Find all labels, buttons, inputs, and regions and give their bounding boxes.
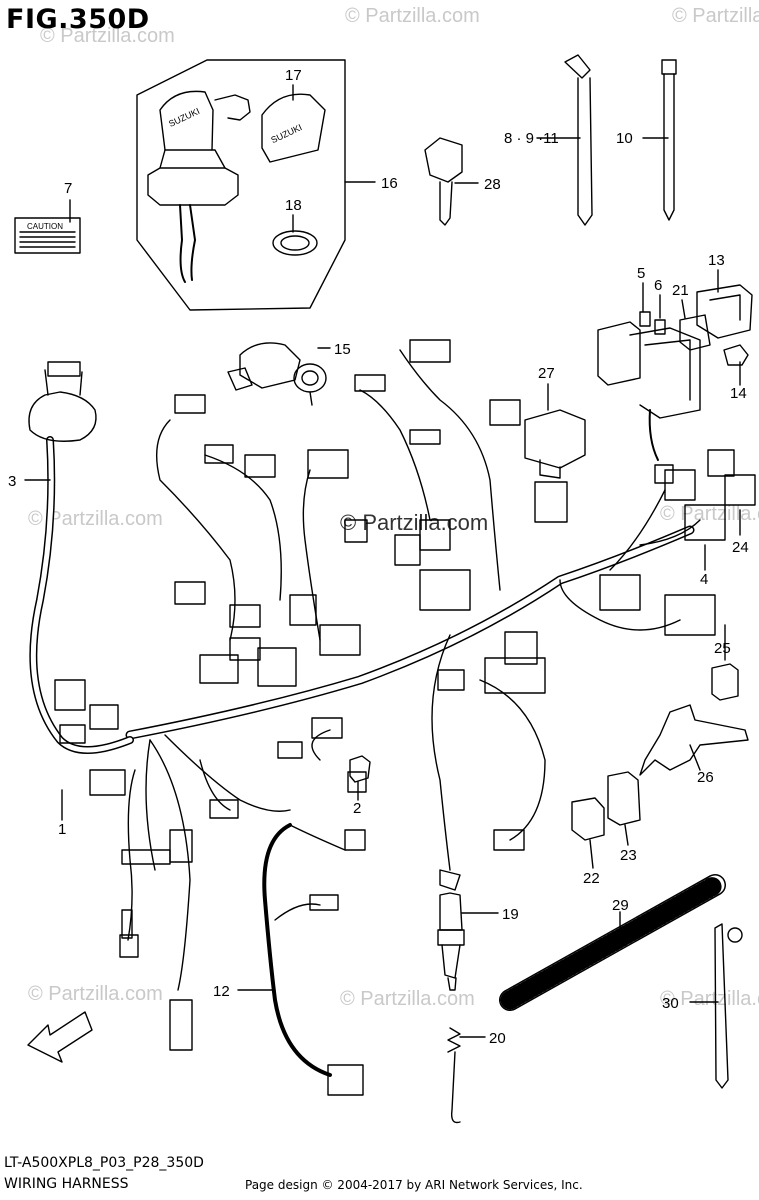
callouts: 7 17 18 16 28 8 · 9 ·11 10 5 6 21 13 14 … xyxy=(8,67,749,1047)
spring[interactable] xyxy=(447,1027,461,1124)
fwd-arrow xyxy=(27,1011,93,1063)
oxygen-sensor[interactable] xyxy=(437,869,465,991)
harness-connectors xyxy=(54,339,756,1051)
callout-17[interactable]: 17 xyxy=(285,67,302,84)
callout-15[interactable]: 15 xyxy=(334,341,351,358)
callout-19[interactable]: 19 xyxy=(502,906,519,923)
section-name: WIRING HARNESS xyxy=(4,1176,129,1192)
svg-text:SUZUKI: SUZUKI xyxy=(167,106,201,129)
callout-21[interactable]: 21 xyxy=(672,282,689,299)
watermark: © Partzilla.com xyxy=(40,25,175,47)
callout-8-9-11[interactable]: 8 · 9 ·11 xyxy=(504,130,559,147)
caution-label[interactable] xyxy=(14,217,81,254)
credit-text: Page design © 2004-2017 by ARI Network S… xyxy=(245,1178,583,1192)
callout-5[interactable]: 5 xyxy=(637,265,645,282)
relay[interactable] xyxy=(524,409,586,479)
callout-27[interactable]: 27 xyxy=(538,365,555,382)
callout-12[interactable]: 12 xyxy=(213,983,230,1000)
callout-25[interactable]: 25 xyxy=(714,640,731,657)
loose-connectors[interactable] xyxy=(349,663,739,841)
callout-16[interactable]: 16 xyxy=(381,175,398,192)
mounting-bracket[interactable] xyxy=(639,704,749,776)
callout-23[interactable]: 23 xyxy=(620,847,637,864)
cable-tie-long[interactable] xyxy=(661,59,677,221)
callout-6[interactable]: 6 xyxy=(654,277,662,294)
callout-2[interactable]: 2 xyxy=(353,800,361,817)
callout-4[interactable]: 4 xyxy=(700,571,708,588)
callout-7[interactable]: 7 xyxy=(64,180,72,197)
callout-18[interactable]: 18 xyxy=(285,197,302,214)
fuse-box-assembly[interactable] xyxy=(597,284,753,461)
harness-clamp[interactable] xyxy=(714,923,743,1089)
watermark: © Partzilla.com xyxy=(672,5,759,27)
ignition-key[interactable] xyxy=(424,137,463,226)
watermark: © Partzilla.com xyxy=(28,983,163,1005)
ignition-switch-kit[interactable]: SUZUKI SUZUKI xyxy=(136,59,346,311)
corrugated-tube[interactable] xyxy=(499,874,726,1011)
watermark: © Partzilla.com xyxy=(345,5,480,27)
diagram-code: LT-A500XPL8_P03_P28_350D xyxy=(4,1155,204,1171)
callout-22[interactable]: 22 xyxy=(583,870,600,887)
caution-label-text: CAUTION xyxy=(27,222,63,231)
center-watermark: © Partzilla.com xyxy=(340,510,488,535)
figure-title: FIG.350D xyxy=(6,4,150,35)
callout-30[interactable]: 30 xyxy=(662,995,679,1012)
callout-10[interactable]: 10 xyxy=(616,130,633,147)
callout-24[interactable]: 24 xyxy=(732,539,749,556)
callout-14[interactable]: 14 xyxy=(730,385,747,402)
main-wiring-harness[interactable] xyxy=(28,349,701,991)
callout-20[interactable]: 20 xyxy=(489,1030,506,1047)
callout-1[interactable]: 1 xyxy=(58,821,66,838)
kit-boundary xyxy=(136,59,346,311)
watermarks: © Partzilla.com © Partzilla.com © Partzi… xyxy=(28,5,759,1010)
callout-26[interactable]: 26 xyxy=(697,769,714,786)
fwd-arrow-text: FWD xyxy=(41,1031,69,1054)
watermark: © Partzilla.com xyxy=(340,988,475,1010)
watermark: © Partzilla.com xyxy=(28,508,163,530)
leader-lines xyxy=(24,84,741,1038)
callout-13[interactable]: 13 xyxy=(708,252,725,269)
sub-harness[interactable] xyxy=(262,823,364,1096)
callout-28[interactable]: 28 xyxy=(484,176,501,193)
callout-3[interactable]: 3 xyxy=(8,473,16,490)
watermark: © Partzilla.com xyxy=(660,503,759,525)
cable-tie-short[interactable] xyxy=(564,54,593,226)
watermark: © Partzilla.com xyxy=(660,988,759,1010)
accessory-socket[interactable] xyxy=(227,342,327,406)
callout-29[interactable]: 29 xyxy=(612,897,629,914)
